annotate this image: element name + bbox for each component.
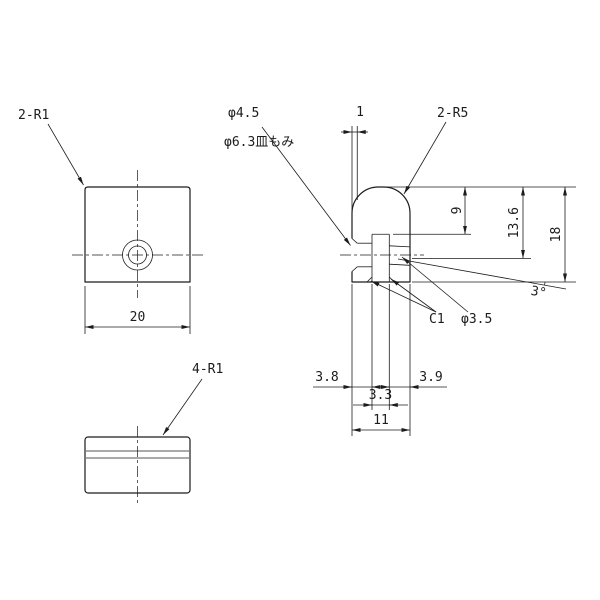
- front-body-outline: [84, 186, 191, 283]
- dim-9-value: 9: [450, 207, 465, 215]
- countersink-circle: [122, 239, 153, 271]
- dome-radius-label: 2-R5: [437, 106, 468, 121]
- dome-radius-callout: 2-R5: [403, 106, 468, 195]
- dim-18-value: 18: [549, 227, 564, 243]
- dim-13-6-value: 13.6: [507, 207, 522, 238]
- angle-reference-line: [397, 258, 567, 290]
- angle-value: 3°: [530, 284, 548, 301]
- seg-left-value: 3.8: [315, 370, 338, 385]
- leader-line: [370, 280, 437, 313]
- height-dimensions: 9 13.6 18: [386, 186, 576, 283]
- leader-line: [261, 126, 351, 246]
- countersink-depth-dimension: 1: [341, 105, 368, 211]
- chamfer-label: C1: [429, 312, 445, 327]
- chamfer-callout: C1: [370, 278, 445, 327]
- slot: [366, 233, 395, 283]
- countersink-depth-value: 1: [356, 105, 364, 120]
- hole-callout: φ4.5 φ6.3皿もみ: [224, 106, 351, 246]
- bottom-corner-radius-label: 4-R1: [192, 362, 223, 377]
- angle-dimension: 3°: [397, 258, 567, 301]
- width-dimensions: 3.8 3.9 3.3 11: [313, 284, 447, 436]
- front-width-value: 20: [130, 310, 146, 325]
- leader-line: [403, 121, 447, 195]
- leader-line: [162, 378, 203, 436]
- countersink-cone-line: [351, 266, 358, 272]
- countersunk-hole: [351, 238, 372, 272]
- bottom-view: 4-R1: [84, 362, 223, 504]
- countersink-note-label: φ6.3皿もみ: [224, 135, 294, 150]
- side-view: φ4.5 φ6.3皿もみ 2-R5 1 9 13.6: [224, 105, 576, 436]
- cross-hole-callout: φ3.5: [401, 256, 492, 327]
- leader-line: [390, 278, 437, 313]
- seg-right-value: 3.9: [419, 370, 442, 385]
- cross-hole: [389, 245, 411, 266]
- hole-edge-line: [389, 263, 411, 266]
- overall-width-value: 11: [373, 413, 389, 428]
- bottom-body-outline: [84, 436, 191, 494]
- front-width-dimension: 20: [84, 286, 191, 334]
- leader-line: [401, 256, 469, 313]
- front-view: 2-R1 20: [18, 108, 203, 334]
- cross-hole-diameter-label: φ3.5: [461, 312, 492, 327]
- side-body-outline: [351, 186, 411, 283]
- angle-arc: [544, 281, 546, 286]
- leader-line: [47, 123, 84, 186]
- slot-width-value: 3.3: [369, 388, 392, 403]
- hole-edge-line: [389, 245, 411, 248]
- countersink-cone-line: [351, 238, 358, 244]
- hole-circle: [128, 245, 147, 265]
- hole-diameter-label: φ4.5: [228, 106, 259, 121]
- chamfer-line: [366, 276, 373, 283]
- front-corner-radius-label: 2-R1: [18, 108, 49, 123]
